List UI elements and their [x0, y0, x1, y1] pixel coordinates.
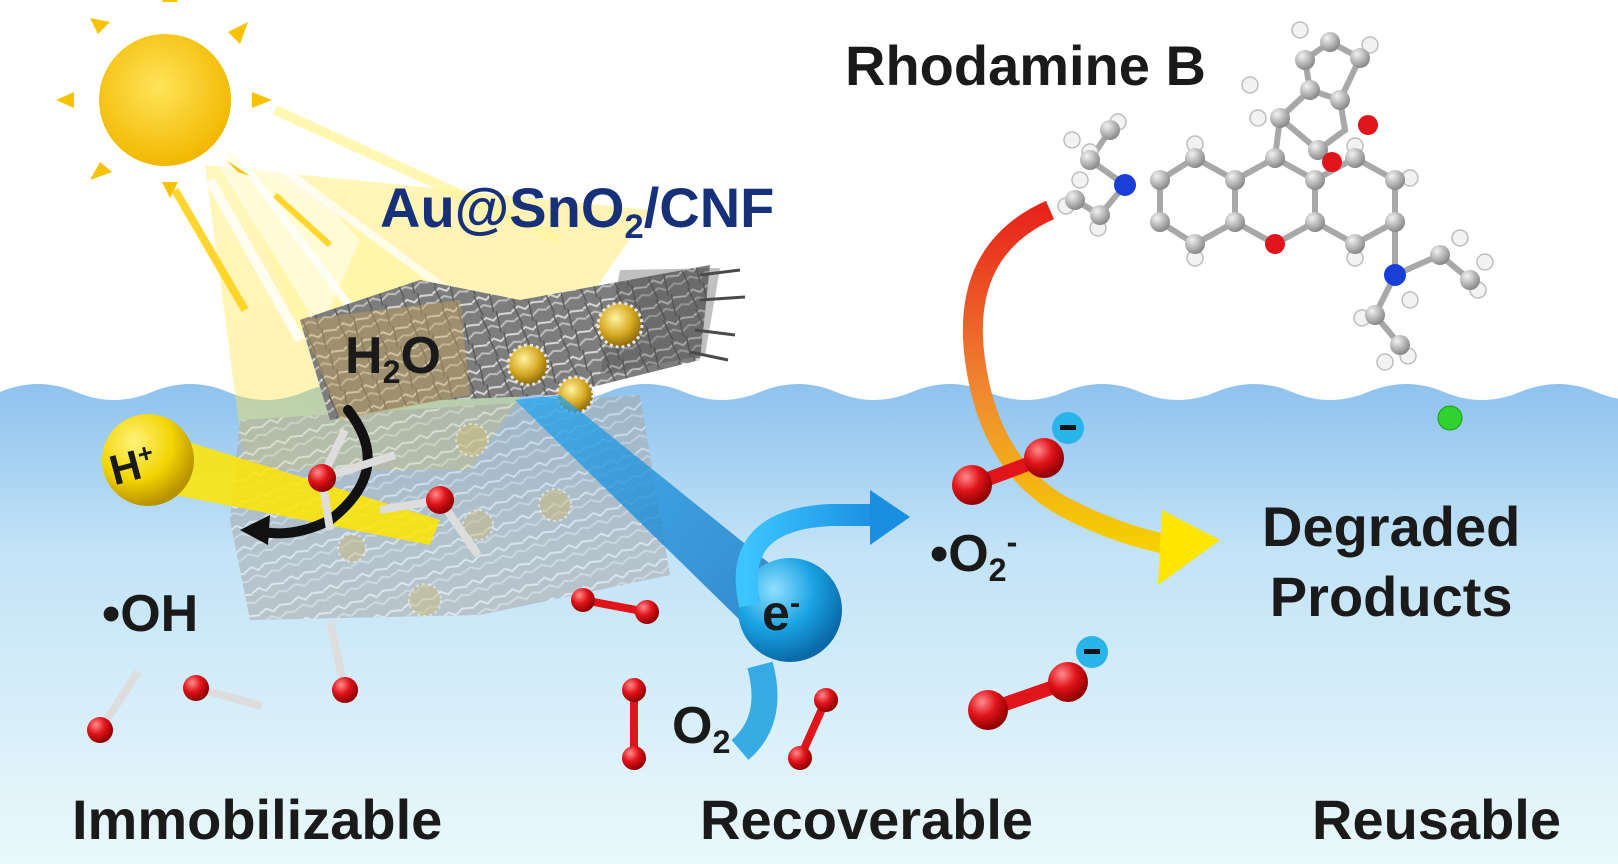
green-atom-icon: [1437, 405, 1463, 431]
water-label-tail: O: [400, 327, 441, 385]
oxygen-molecules: [571, 588, 838, 770]
sun-icon: [56, 0, 272, 198]
electron-sphere: [738, 558, 842, 662]
water-label-main: H: [345, 327, 383, 385]
oxygen-label-main: O: [672, 697, 713, 755]
molecule-name-label: Rhodamine B: [845, 34, 1206, 97]
catalyst-label: Au@SnO2/CNF: [380, 180, 774, 245]
degradation-arrow-icon: [962, 200, 1220, 585]
oxygen-label: O2: [672, 697, 730, 758]
water-molecule-icon: [308, 428, 397, 531]
oxidation-arrow-icon: [240, 405, 373, 545]
water-label: H2O: [345, 327, 441, 388]
proton-sphere: [102, 414, 194, 506]
products-label: Degraded Products: [1262, 492, 1520, 632]
water-label-sub: 2: [382, 354, 401, 391]
feature-reusable: Reusable: [1312, 788, 1561, 851]
electron-label-main: e: [762, 585, 790, 641]
electron-transfer-arrow-icon: [731, 490, 910, 760]
superoxide-label-sup: -: [1006, 524, 1018, 561]
charge-minus-1: [1060, 425, 1076, 430]
electron-label: e-: [762, 584, 801, 641]
superoxide-label-main: •O: [930, 525, 989, 583]
feature-immobilizable: Immobilizable: [72, 788, 443, 851]
products-label-line1: Degraded: [1262, 495, 1521, 558]
oxygen-label-sub: 2: [712, 724, 731, 761]
superoxide-molecules: [952, 412, 1108, 730]
catalyst-label-sub: 2: [624, 208, 644, 247]
superoxide-label: •O2-: [930, 525, 1017, 586]
nanoparticle-icon: [337, 301, 644, 617]
catalyst-label-main: Au@SnO: [380, 176, 625, 239]
feature-recoverable: Recoverable: [700, 788, 1034, 851]
catalyst-label-tail: /CNF: [643, 176, 775, 239]
electron-label-sup: -: [789, 584, 801, 620]
hydroxyl-molecules: [87, 486, 482, 743]
superoxide-label-sub: 2: [988, 552, 1007, 589]
hydroxyl-label: •OH: [102, 585, 199, 643]
charge-minus-2: [1084, 649, 1100, 654]
proton-beam: [150, 430, 440, 545]
products-label-line2: Products: [1269, 565, 1513, 628]
molecule-icon: [1057, 21, 1494, 371]
